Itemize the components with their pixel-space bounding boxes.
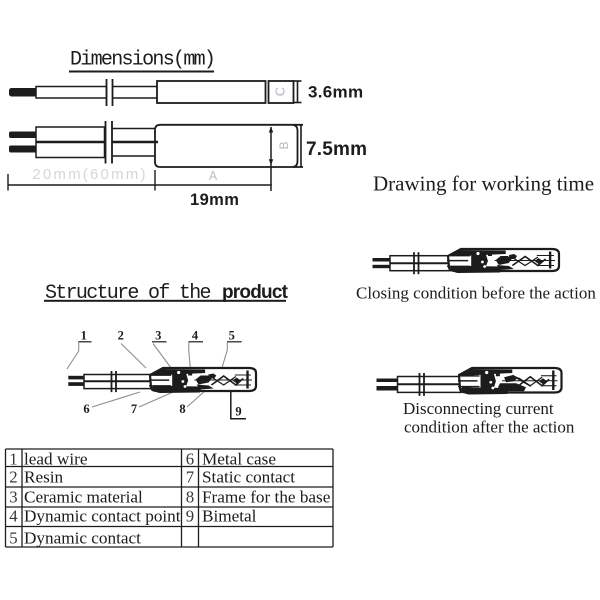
svg-text:19mm: 19mm bbox=[190, 191, 239, 209]
svg-text:Structure of the: Structure of the bbox=[45, 282, 211, 305]
svg-text:Dimensions(mm): Dimensions(mm) bbox=[70, 49, 214, 72]
svg-text:B: B bbox=[277, 141, 291, 149]
svg-text:3: 3 bbox=[155, 329, 161, 343]
svg-text:condition after the action: condition after the action bbox=[404, 418, 575, 437]
svg-text:product: product bbox=[222, 282, 289, 303]
svg-text:Disconnecting current: Disconnecting current bbox=[403, 399, 554, 418]
svg-text:2: 2 bbox=[9, 468, 17, 487]
svg-text:lead wire: lead wire bbox=[24, 449, 88, 468]
svg-text:8: 8 bbox=[179, 402, 185, 416]
svg-text:1: 1 bbox=[9, 449, 17, 468]
svg-text:Dynamic contact point: Dynamic contact point bbox=[24, 507, 181, 526]
svg-text:7: 7 bbox=[186, 468, 194, 487]
svg-text:6: 6 bbox=[83, 402, 89, 416]
svg-text:4: 4 bbox=[192, 329, 199, 343]
svg-text:Bimetal: Bimetal bbox=[202, 507, 257, 526]
svg-text:C: C bbox=[273, 87, 288, 96]
svg-text:7: 7 bbox=[131, 402, 137, 416]
svg-text:5: 5 bbox=[9, 529, 17, 548]
svg-text:9: 9 bbox=[186, 507, 194, 526]
svg-text:Dynamic contact: Dynamic contact bbox=[24, 529, 141, 548]
svg-text:2: 2 bbox=[118, 329, 124, 343]
svg-text:Drawing for working time: Drawing for working time bbox=[373, 172, 594, 196]
svg-text:3: 3 bbox=[9, 488, 17, 507]
svg-text:A: A bbox=[209, 169, 218, 183]
svg-text:Frame for the base: Frame for the base bbox=[202, 488, 331, 507]
svg-text:1: 1 bbox=[81, 329, 87, 343]
svg-text:20mm(60mm): 20mm(60mm) bbox=[32, 166, 147, 183]
svg-text:Ceramic material: Ceramic material bbox=[24, 488, 143, 507]
svg-text:7.5mm: 7.5mm bbox=[306, 139, 367, 160]
svg-text:4: 4 bbox=[9, 507, 18, 526]
svg-text:3.6mm: 3.6mm bbox=[308, 83, 363, 102]
svg-text:Resin: Resin bbox=[24, 468, 64, 487]
svg-text:Static contact: Static contact bbox=[202, 468, 295, 487]
svg-text:Closing condition before the a: Closing condition before the action bbox=[356, 284, 596, 303]
svg-text:6: 6 bbox=[186, 449, 194, 468]
svg-text:Metal case: Metal case bbox=[202, 449, 276, 468]
svg-text:5: 5 bbox=[229, 329, 235, 343]
svg-text:8: 8 bbox=[186, 488, 194, 507]
svg-text:9: 9 bbox=[235, 405, 241, 419]
